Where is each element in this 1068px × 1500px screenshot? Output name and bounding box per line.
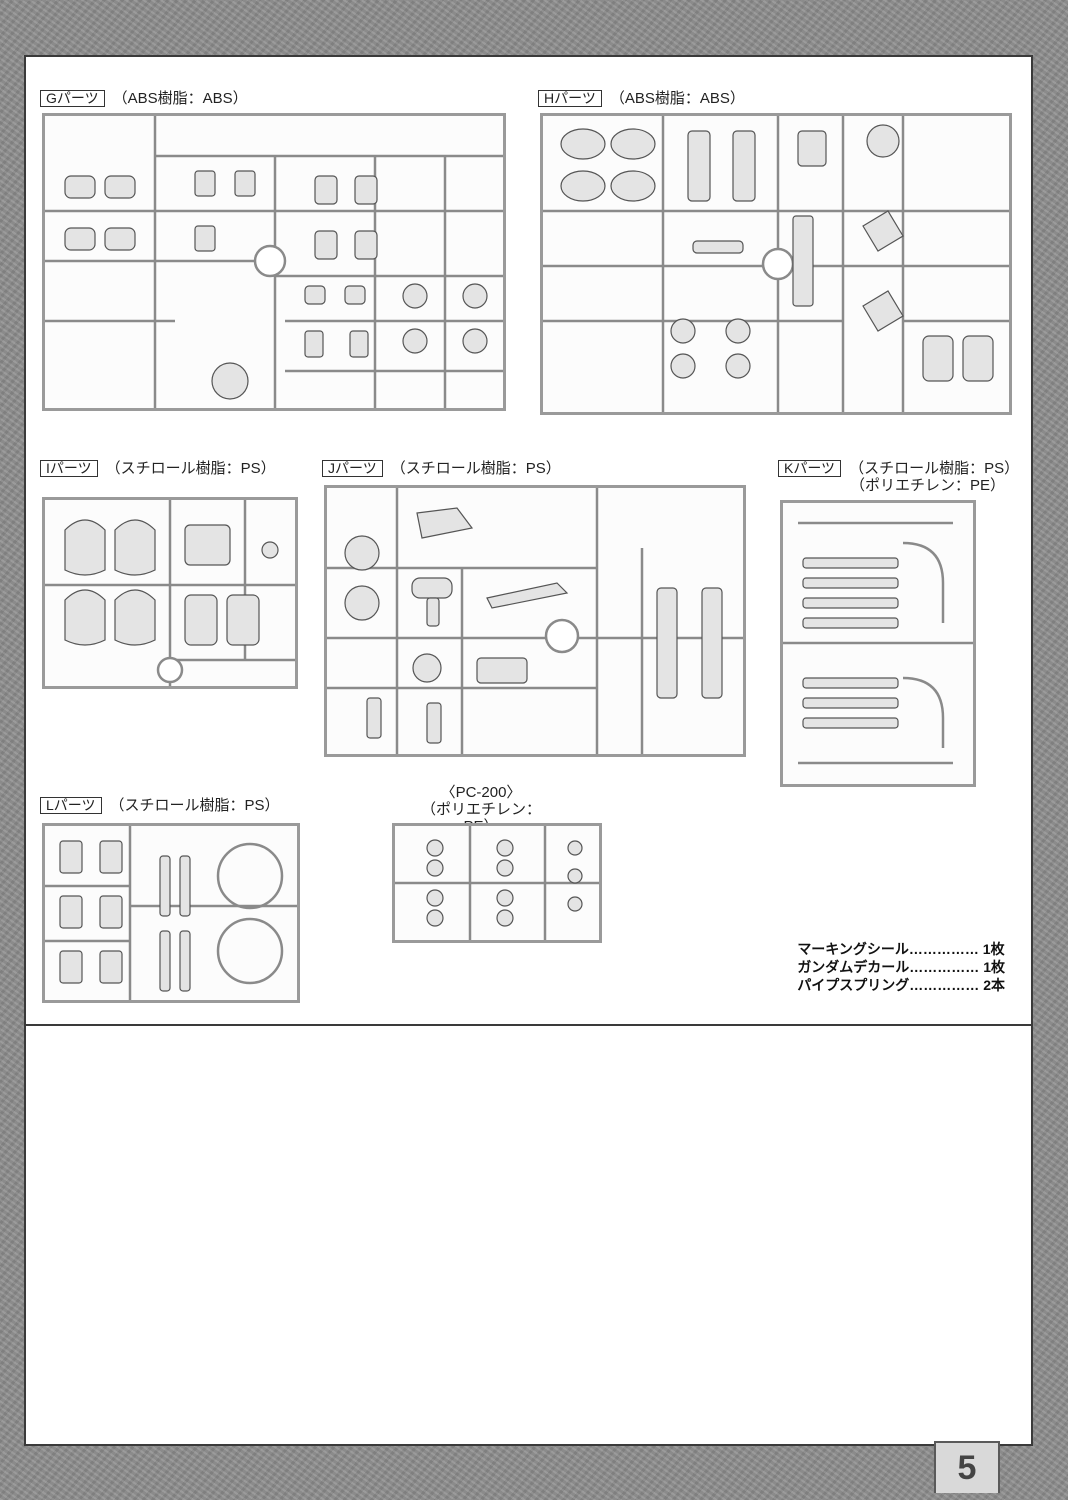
i-parts-material: （スチロール樹脂：PS） bbox=[105, 460, 276, 477]
j-parts-tag: Jパーツ bbox=[322, 460, 383, 477]
g-parts-material: （ABS樹脂：ABS） bbox=[112, 90, 248, 107]
marking-seal-line: マーキングシール…………… 1枚 bbox=[797, 941, 1005, 957]
k-runner-drawing bbox=[783, 521, 973, 765]
k-parts-tag: Kパーツ bbox=[778, 460, 842, 477]
g-runner-drawing bbox=[45, 116, 503, 408]
pipe-spring-line: パイプスプリング…………… 2本 bbox=[797, 977, 1005, 993]
pc-200-label: 〈PC-200〉 bbox=[440, 784, 522, 801]
i-parts-title: Iパーツ （スチロール樹脂：PS） bbox=[40, 460, 276, 478]
g-parts-tag: Gパーツ bbox=[40, 90, 105, 107]
g-parts-runner bbox=[42, 113, 506, 411]
h-parts-title: Hパーツ （ABS樹脂：ABS） bbox=[538, 90, 745, 108]
l-parts-runner bbox=[42, 823, 300, 1003]
section-divider bbox=[26, 1024, 1031, 1026]
l-runner-drawing bbox=[45, 826, 297, 1000]
instruction-sheet: Gパーツ （ABS樹脂：ABS） bbox=[24, 55, 1033, 1446]
page-number-box: 5 bbox=[934, 1441, 1000, 1493]
pc-200-drawing bbox=[395, 826, 599, 940]
g-parts-title: Gパーツ （ABS樹脂：ABS） bbox=[40, 90, 248, 108]
i-parts-runner bbox=[42, 497, 298, 689]
k-parts-material: （スチロール樹脂：PS） bbox=[849, 460, 1020, 477]
j-runner-drawing bbox=[327, 488, 743, 754]
pc-200-runner bbox=[392, 823, 602, 943]
accessory-list: マーキングシール…………… 1枚 ガンダムデカール…………… 1枚 パイプスプリ… bbox=[797, 940, 1005, 994]
h-parts-tag: Hパーツ bbox=[538, 90, 602, 107]
l-parts-material: （スチロール樹脂：PS） bbox=[109, 797, 280, 814]
j-parts-material: （スチロール樹脂：PS） bbox=[390, 460, 561, 477]
j-parts-runner bbox=[324, 485, 746, 757]
k-parts-runner bbox=[780, 500, 976, 787]
h-parts-runner bbox=[540, 113, 1012, 415]
gundam-decal-line: ガンダムデカール…………… 1枚 bbox=[797, 959, 1005, 975]
h-parts-material: （ABS樹脂：ABS） bbox=[609, 90, 745, 107]
k-parts-title: Kパーツ （スチロール樹脂：PS） （ポリエチレン：PE） bbox=[778, 460, 1019, 494]
l-parts-tag: Lパーツ bbox=[40, 797, 102, 814]
k-parts-material2: （ポリエチレン：PE） bbox=[850, 477, 1006, 494]
page-number: 5 bbox=[957, 1448, 977, 1487]
i-runner-drawing bbox=[45, 500, 295, 686]
pc-200-title: 〈PC-200〉 （ポリエチレン：PE） bbox=[416, 784, 546, 835]
j-parts-title: Jパーツ （スチロール樹脂：PS） bbox=[322, 460, 561, 478]
i-parts-tag: Iパーツ bbox=[40, 460, 98, 477]
l-parts-title: Lパーツ （スチロール樹脂：PS） bbox=[40, 797, 280, 815]
h-runner-drawing bbox=[543, 116, 1009, 412]
